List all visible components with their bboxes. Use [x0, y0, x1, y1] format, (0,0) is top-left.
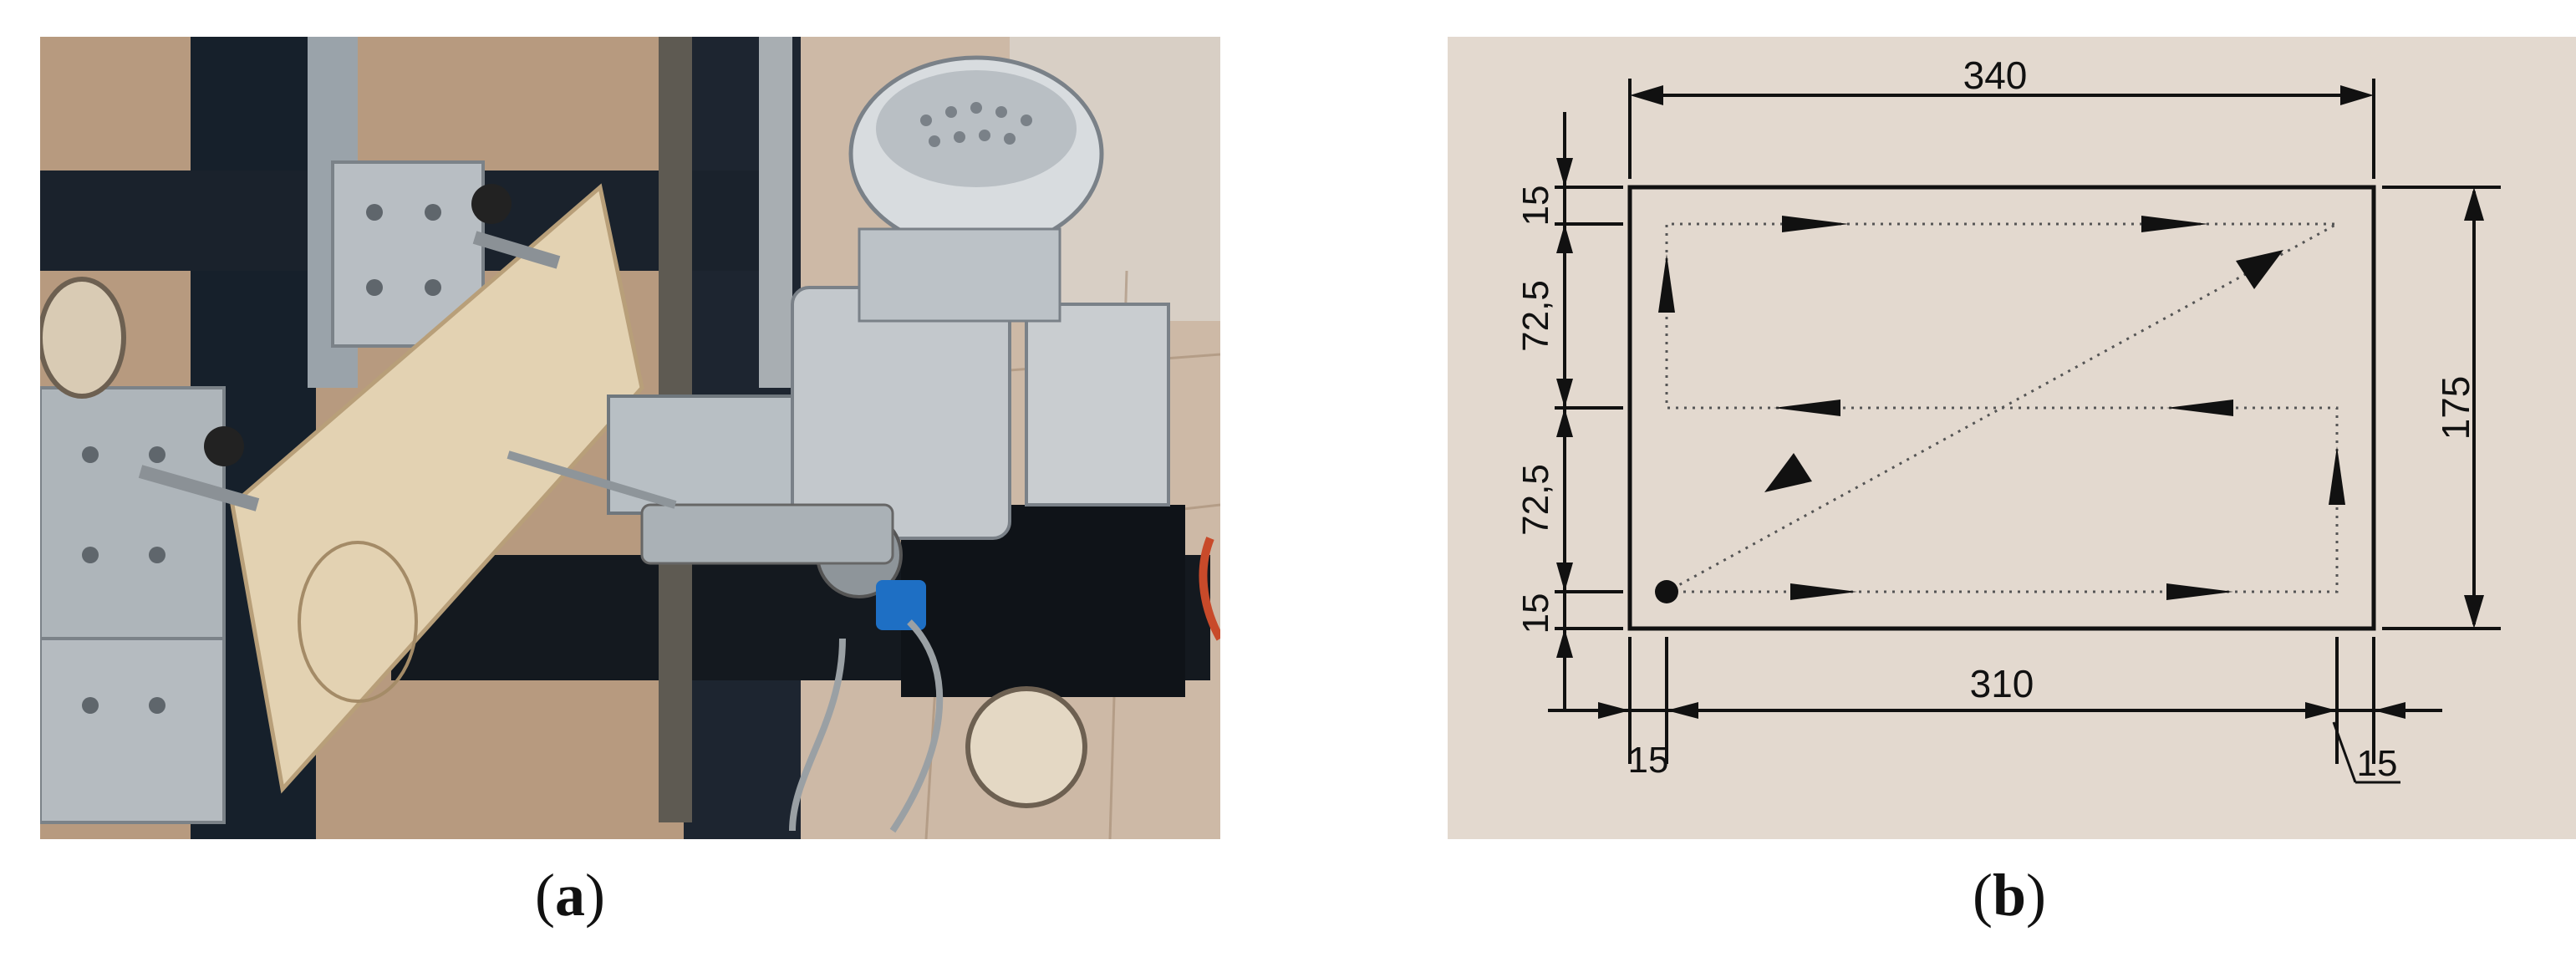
motor-body — [791, 286, 1011, 540]
start-point — [1655, 580, 1678, 603]
dim-label-left-top: 15 — [1515, 186, 1556, 227]
sensor-blue — [876, 580, 926, 630]
dim-label-bottom: 310 — [1970, 662, 2034, 705]
dim-label-left-bottom: 15 — [1515, 593, 1556, 634]
scan-path — [1665, 222, 2339, 593]
dim-label-top: 340 — [1963, 53, 2028, 97]
machine-photo — [38, 37, 1224, 840]
drawing-background — [1448, 37, 2576, 839]
drawing-panel: 340 175 15 72,5 72,5 15 310 — [1448, 37, 2576, 839]
photo-panel — [38, 37, 1224, 840]
dim-label-bottom-left: 15 — [1628, 740, 1669, 781]
scan-path-drawing: 340 175 15 72,5 72,5 15 310 — [1448, 37, 2576, 839]
caption-a: (a) — [535, 862, 605, 929]
plate-outline — [1627, 185, 2376, 631]
dim-label-right: 175 — [2434, 376, 2477, 440]
dim-label-left-mid2: 72,5 — [1515, 464, 1556, 536]
dim-label-left-mid1: 72,5 — [1515, 280, 1556, 352]
dim-label-bottom-right: 15 — [2357, 743, 2398, 784]
caption-b: (b) — [1973, 862, 2047, 929]
wood-sample — [230, 183, 644, 794]
path-arrows — [1658, 216, 2345, 600]
